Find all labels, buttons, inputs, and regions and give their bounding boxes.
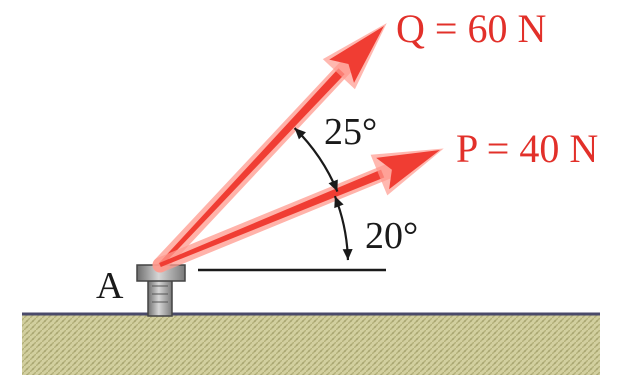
point-a-label: A	[96, 265, 124, 307]
angle-25-label: 25°	[324, 111, 377, 153]
force-p-arrow	[152, 148, 444, 273]
angle-20-label: 20°	[365, 215, 418, 257]
force-q-label: Q = 60 N	[396, 6, 546, 51]
ground	[22, 312, 600, 375]
force-p-label: P = 40 N	[456, 126, 598, 171]
bolt	[136, 264, 186, 317]
angle-arc-20	[333, 195, 353, 261]
angle-arc-25	[293, 127, 339, 192]
force-q-arrow	[152, 23, 387, 273]
